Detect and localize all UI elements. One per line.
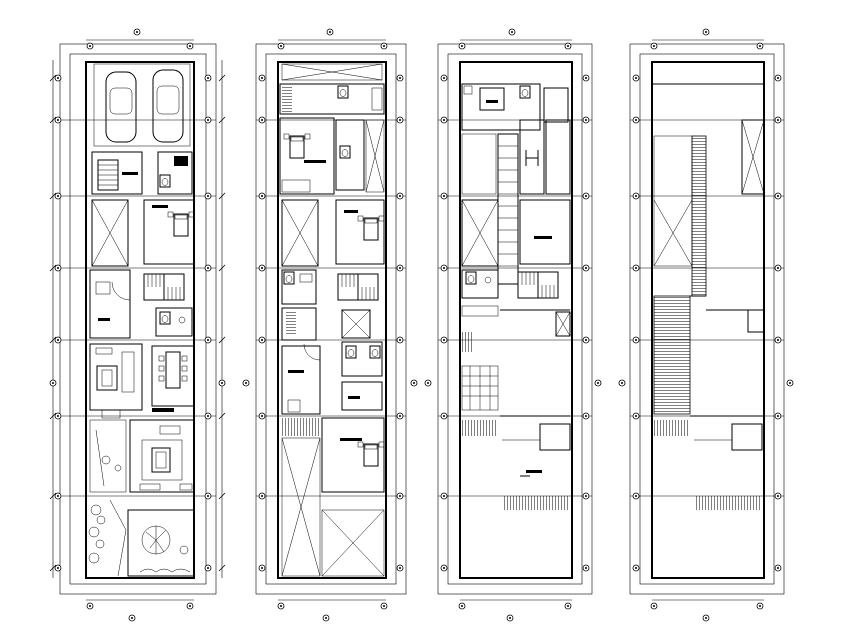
void-shaft [91, 199, 129, 267]
sheet-roof [618, 28, 794, 622]
staircase [337, 273, 379, 301]
closet [519, 119, 571, 195]
terrace [461, 305, 571, 417]
bedroom-3 [281, 343, 383, 415]
dimension-lines [618, 28, 794, 622]
void-shaft [281, 199, 319, 267]
bedroom-4 [321, 417, 385, 577]
dimension-lines [242, 28, 418, 622]
roof-slabs [652, 83, 765, 510]
bathroom-small [155, 307, 193, 337]
roof-void-top [281, 63, 383, 81]
balcony-void [281, 418, 321, 577]
service-room [91, 151, 193, 195]
building-outline [85, 61, 195, 579]
bedroom [335, 199, 385, 265]
room [519, 199, 571, 265]
family-room [129, 419, 195, 493]
building-outline [277, 61, 387, 579]
dining-room [151, 345, 195, 412]
sheet-second-floor [424, 28, 602, 622]
building-outline [459, 61, 573, 579]
void-shaft [461, 199, 499, 267]
bathroom [281, 269, 317, 305]
living-room [89, 343, 143, 419]
study [89, 269, 131, 339]
dimension-lines [424, 28, 602, 622]
staircase [143, 273, 185, 301]
staircase [517, 271, 559, 299]
bedroom [143, 199, 195, 265]
bathroom [461, 269, 499, 299]
balcony [462, 420, 571, 510]
garden [88, 419, 195, 577]
sheet-first-floor [242, 28, 418, 622]
garage [93, 63, 191, 147]
bathroom-top [461, 83, 569, 131]
sheet-ground-floor [49, 28, 226, 622]
bathroom-top [279, 83, 385, 115]
staircase-long [461, 133, 519, 285]
bathroom-mid [281, 307, 383, 377]
dimension-lines [49, 28, 226, 622]
master-bedroom [279, 117, 385, 195]
